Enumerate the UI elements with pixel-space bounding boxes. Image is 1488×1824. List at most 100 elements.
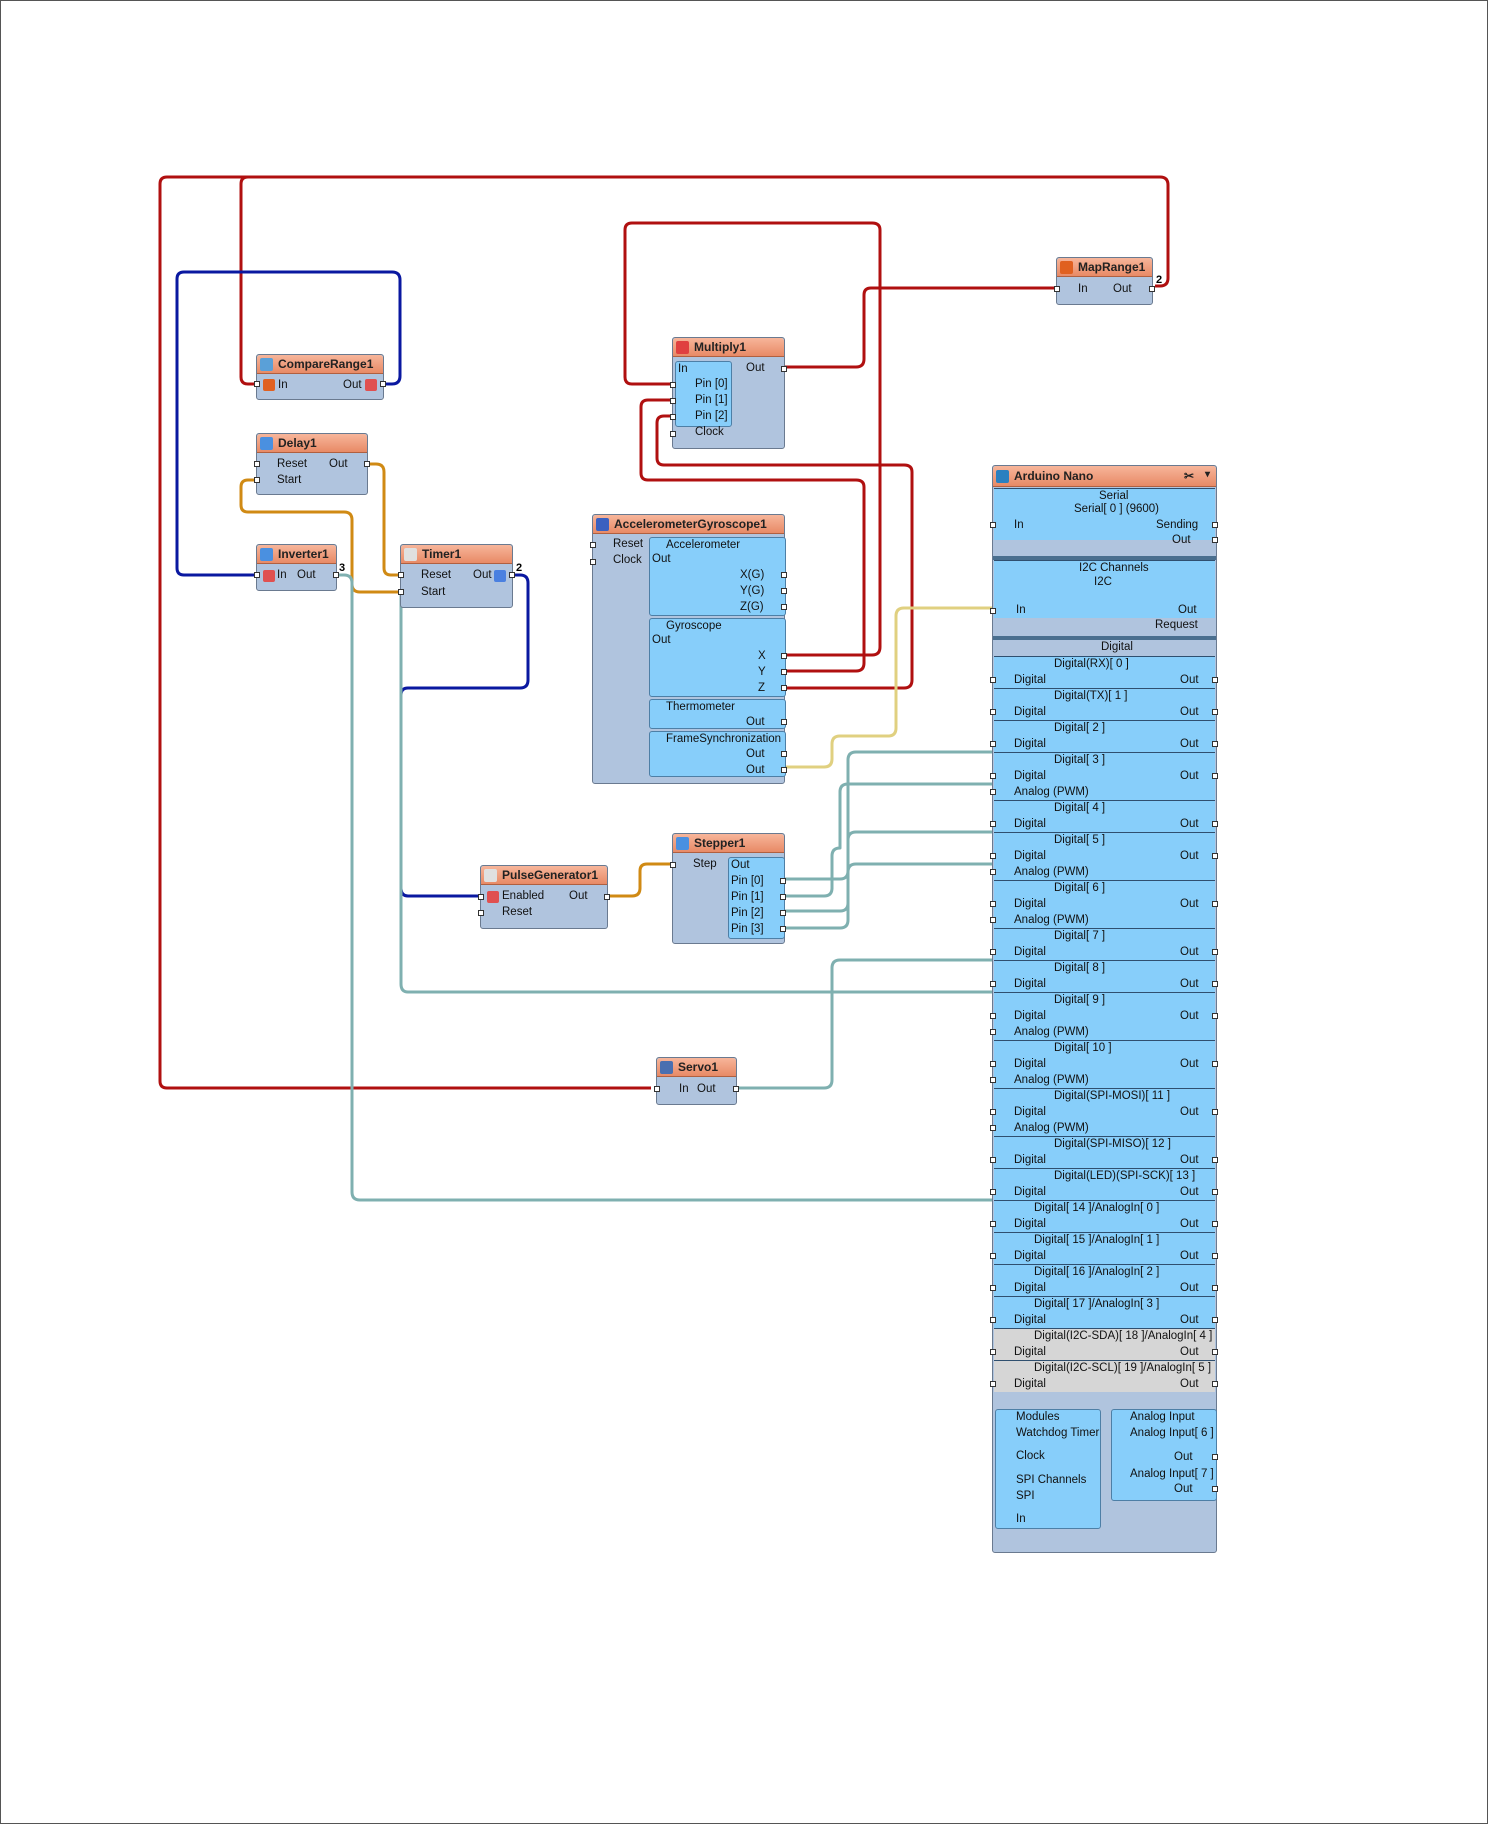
- clock-pin[interactable]: [670, 431, 676, 437]
- digital-out-pin[interactable]: [1212, 677, 1218, 683]
- z-pin[interactable]: [781, 685, 787, 691]
- pwm-in-pin[interactable]: [990, 789, 996, 795]
- digital-in-pin[interactable]: [990, 1381, 996, 1387]
- timer-component[interactable]: Timer1 Reset Start Out: [398, 544, 515, 608]
- out-pin[interactable]: [604, 894, 610, 900]
- digital-in-pin[interactable]: [990, 821, 996, 827]
- y-pin[interactable]: [781, 669, 787, 675]
- digital-in-pin[interactable]: [990, 1221, 996, 1227]
- reset-pin[interactable]: [398, 572, 404, 578]
- pulse-generator-component[interactable]: PulseGenerator1 Enabled Reset Out: [478, 865, 610, 929]
- wire-servo-in[interactable]: [158, 175, 1170, 1090]
- digital-out-pin[interactable]: [1212, 1381, 1218, 1387]
- reset-pin[interactable]: [478, 910, 484, 916]
- stepper-component[interactable]: Stepper1 Step Out Pin [0] Pin [1] Pin [2…: [670, 833, 786, 944]
- pwm-in-pin[interactable]: [990, 869, 996, 875]
- pwm-in-pin[interactable]: [990, 1029, 996, 1035]
- wire-timer-to-d8[interactable]: [399, 590, 992, 994]
- wire-gyro-y[interactable]: [639, 398, 866, 673]
- digital-in-pin[interactable]: [990, 709, 996, 715]
- out-pin[interactable]: [333, 572, 339, 578]
- out-pin[interactable]: [733, 1086, 739, 1092]
- pwm-in-pin[interactable]: [990, 1125, 996, 1131]
- digital-out-pin[interactable]: [1212, 901, 1218, 907]
- wire-maprange-in[interactable]: [785, 286, 1056, 369]
- wire-timer-out-to-pulse[interactable]: [399, 573, 530, 898]
- compare-range-component[interactable]: CompareRange1 In Out: [254, 354, 386, 400]
- wire-servo-out[interactable]: [738, 958, 992, 1090]
- analog6-out-pin[interactable]: [1212, 1454, 1218, 1460]
- maprange-component[interactable]: MapRange1 In Out: [1054, 257, 1155, 305]
- digital-out-pin[interactable]: [1212, 821, 1218, 827]
- i2c-in-pin[interactable]: [990, 608, 996, 614]
- digital-in-pin[interactable]: [990, 1253, 996, 1259]
- digital-out-pin[interactable]: [1212, 709, 1218, 715]
- out-pin[interactable]: [781, 366, 787, 372]
- digital-out-pin[interactable]: [1212, 741, 1218, 747]
- pin0-out[interactable]: [780, 878, 786, 884]
- digital-in-pin[interactable]: [990, 901, 996, 907]
- digital-out-pin[interactable]: [1212, 1317, 1218, 1323]
- framesync-i2c-pin[interactable]: [781, 767, 787, 773]
- wire-framesync-to-i2c[interactable]: [785, 606, 992, 769]
- wire-delay-out-to-timer[interactable]: [368, 462, 400, 577]
- reset-pin[interactable]: [254, 461, 260, 467]
- arduino-nano-component[interactable]: Arduino Nano ✂ ▾ Serial Serial[ 0 ] (960…: [990, 465, 1218, 1553]
- serial-in-pin[interactable]: [990, 522, 996, 528]
- wire-stepper-pin0[interactable]: [785, 750, 992, 881]
- zg-pin[interactable]: [781, 604, 787, 610]
- accel-gyro-component[interactable]: AccelerometerGyroscope1 Reset Clock Acce…: [590, 514, 787, 784]
- digital-out-pin[interactable]: [1212, 981, 1218, 987]
- start-pin[interactable]: [398, 589, 404, 595]
- out-pin[interactable]: [1149, 286, 1155, 292]
- digital-out-pin[interactable]: [1212, 1189, 1218, 1195]
- digital-out-pin[interactable]: [1212, 1109, 1218, 1115]
- digital-in-pin[interactable]: [990, 853, 996, 859]
- wire-inverter-to-d13[interactable]: [337, 573, 992, 1202]
- digital-in-pin[interactable]: [990, 741, 996, 747]
- pin0[interactable]: [670, 382, 676, 388]
- digital-in-pin[interactable]: [990, 773, 996, 779]
- pin1-out[interactable]: [780, 894, 786, 900]
- out-pin[interactable]: [380, 381, 386, 387]
- digital-in-pin[interactable]: [990, 677, 996, 683]
- in-pin[interactable]: [254, 572, 260, 578]
- wire-stepper-pin3[interactable]: [785, 862, 992, 930]
- digital-in-pin[interactable]: [990, 1317, 996, 1323]
- multiply-component[interactable]: Multiply1 In Pin [0] Pin [1] Pin [2] Clo…: [670, 337, 787, 449]
- digital-in-pin[interactable]: [990, 1349, 996, 1355]
- yg-pin[interactable]: [781, 588, 787, 594]
- digital-in-pin[interactable]: [990, 1285, 996, 1291]
- pin2[interactable]: [670, 414, 676, 420]
- reset-pin[interactable]: [590, 542, 596, 548]
- wire-pulse-to-stepper[interactable]: [608, 862, 672, 898]
- wire-compare-out-to-inverter[interactable]: [175, 270, 402, 577]
- wire-gyro-z[interactable]: [655, 414, 914, 690]
- out-pin[interactable]: [509, 572, 515, 578]
- digital-out-pin[interactable]: [1212, 1061, 1218, 1067]
- digital-out-pin[interactable]: [1212, 773, 1218, 779]
- digital-in-pin[interactable]: [990, 1189, 996, 1195]
- digital-in-pin[interactable]: [990, 1157, 996, 1163]
- wire-stepper-pin2[interactable]: [785, 830, 992, 913]
- digital-out-pin[interactable]: [1212, 1285, 1218, 1291]
- out-pin[interactable]: [364, 461, 370, 467]
- inverter-component[interactable]: Inverter1 In Out: [254, 544, 339, 591]
- delay-component[interactable]: Delay1 Reset Start Out: [254, 433, 370, 495]
- start-pin[interactable]: [254, 477, 260, 483]
- digital-in-pin[interactable]: [990, 1109, 996, 1115]
- digital-out-pin[interactable]: [1212, 1013, 1218, 1019]
- wire-stepper-pin1[interactable]: [785, 782, 992, 898]
- x-pin[interactable]: [781, 653, 787, 659]
- framesync-clock-pin[interactable]: [781, 751, 787, 757]
- serial-out-pin[interactable]: [1212, 537, 1218, 543]
- digital-out-pin[interactable]: [1212, 1349, 1218, 1355]
- clock-pin[interactable]: [590, 559, 596, 565]
- in-pin[interactable]: [654, 1086, 660, 1092]
- step-pin[interactable]: [670, 862, 676, 868]
- thermo-out-pin[interactable]: [781, 719, 787, 725]
- in-pin[interactable]: [254, 381, 260, 387]
- in-pin[interactable]: [1054, 286, 1060, 292]
- pwm-in-pin[interactable]: [990, 1077, 996, 1083]
- servo-component[interactable]: Servo1 In Out: [654, 1057, 739, 1105]
